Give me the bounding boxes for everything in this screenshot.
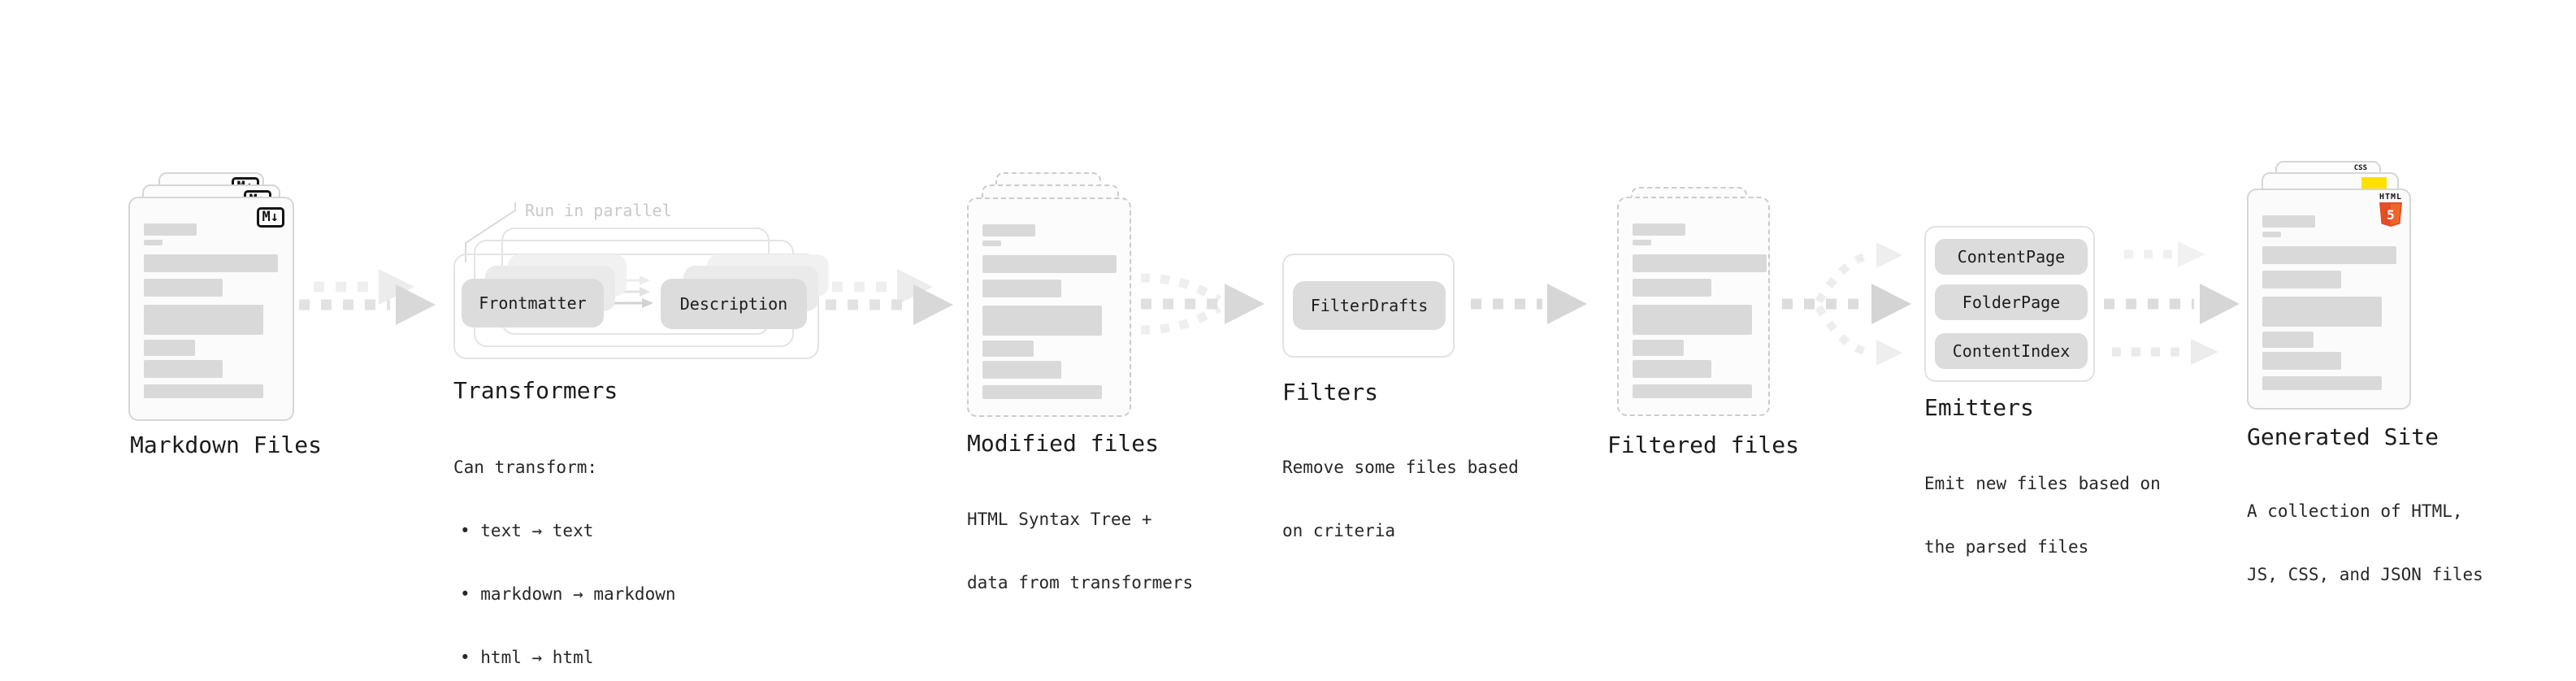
arrow-markdown-to-transformers-icon <box>299 269 436 325</box>
text-placeholder-bar <box>1633 360 1711 378</box>
modified-files-stack <box>967 161 1131 421</box>
markdown-icon: M↓ <box>256 207 284 228</box>
emitter-contentpage-pill: ContentPage <box>1935 239 2088 275</box>
text-placeholder-bar <box>2262 352 2341 370</box>
stage-label-emitters: Emitters <box>1924 394 2034 421</box>
text-placeholder-bar <box>144 254 278 272</box>
document-text-placeholder <box>2262 215 2396 390</box>
transformer-container-front <box>453 254 819 359</box>
text-placeholder-bar <box>144 223 197 236</box>
text-placeholder-bar <box>982 241 1001 246</box>
markdown-file-card: M↓ <box>128 197 294 421</box>
generated-desc-line: A collection of HTML, <box>2247 501 2463 521</box>
text-placeholder-bar <box>982 385 1102 399</box>
document-text-placeholder <box>144 223 278 398</box>
generated-site-description: A collection of HTML, JS, CSS, and JSON … <box>2247 458 2483 627</box>
js-icon <box>2361 177 2387 189</box>
html5-icon: HTML 5 <box>2379 193 2403 227</box>
document-text-placeholder <box>1633 223 1767 398</box>
text-placeholder-bar <box>2262 297 2382 327</box>
arrow-transformers-to-modified-icon <box>826 269 953 325</box>
transformers-bullet: • html → html <box>460 648 594 667</box>
text-placeholder-bar <box>144 340 195 356</box>
emitters-desc-line: Emit new files based on <box>1924 474 2161 493</box>
filters-desc-line: on criteria <box>1282 521 1396 540</box>
modified-files-description: HTML Syntax Tree + data from transformer… <box>967 466 1193 635</box>
text-placeholder-bar <box>982 255 1117 273</box>
stage-label-markdown-files: Markdown Files <box>130 432 323 458</box>
transformers-bullet: • markdown → markdown <box>460 584 676 604</box>
text-placeholder-bar <box>982 280 1061 297</box>
arrow-modified-to-filters-icon <box>1140 273 1264 335</box>
text-placeholder-bar <box>144 384 263 398</box>
emitter-folderpage-pill: FolderPage <box>1935 284 2088 320</box>
modified-file-card <box>967 197 1131 417</box>
filters-container: FilterDrafts <box>1282 254 1455 358</box>
stage-label-filters: Filters <box>1282 379 1379 406</box>
text-placeholder-bar <box>2262 376 2382 390</box>
text-placeholder-bar <box>144 279 223 297</box>
run-in-parallel-annotation: Run in parallel <box>525 201 672 220</box>
text-placeholder-bar <box>1633 240 1651 245</box>
text-placeholder-bar <box>982 361 1061 379</box>
text-placeholder-bar <box>144 240 163 245</box>
text-placeholder-bar <box>2262 215 2315 228</box>
text-placeholder-bar <box>1633 223 1685 236</box>
emitters-description: Emit new files based on the parsed files <box>1924 431 2161 600</box>
emitters-container: ContentPage FolderPage ContentIndex <box>1924 226 2095 382</box>
filtered-files-stack <box>1617 185 1770 421</box>
text-placeholder-bar <box>2262 271 2341 288</box>
markdown-files-stack: M↓ M↓ M↓ <box>128 161 294 421</box>
emitter-contentindex-pill: ContentIndex <box>1935 333 2088 369</box>
text-placeholder-bar <box>1633 340 1684 356</box>
arrow-filtered-to-emitters-icon <box>1782 242 1911 366</box>
transformer-description-pill: Description <box>661 279 807 329</box>
text-placeholder-bar <box>1633 305 1752 335</box>
modified-desc-line: data from transformers <box>967 573 1194 592</box>
generated-desc-line: JS, CSS, and JSON files <box>2247 565 2483 584</box>
transformer-frontmatter-pill: Frontmatter <box>462 279 604 327</box>
html5-icon-number: 5 <box>2387 207 2395 223</box>
text-placeholder-bar <box>1633 279 1711 297</box>
html5-icon-title: HTML <box>2379 193 2403 202</box>
filters-description: Remove some files based on criteria <box>1282 414 1519 583</box>
text-placeholder-bar <box>982 340 1034 357</box>
text-placeholder-bar <box>982 224 1035 236</box>
arrow-filters-to-filtered-icon <box>1471 284 1587 324</box>
stage-label-generated-site: Generated Site <box>2247 423 2439 450</box>
generated-html-card: HTML 5 <box>2247 189 2411 410</box>
emitters-desc-line: the parsed files <box>1924 537 2089 557</box>
text-placeholder-bar <box>2262 332 2314 348</box>
stage-label-filtered-files: Filtered files <box>1607 432 1800 458</box>
transformers-description: Can transform: • text → text • markdown … <box>453 414 676 681</box>
text-placeholder-bar <box>144 305 263 335</box>
text-placeholder-bar <box>144 360 223 378</box>
text-placeholder-bar <box>2262 232 2281 237</box>
stage-label-modified-files: Modified files <box>967 430 1160 457</box>
text-placeholder-bar <box>982 306 1102 336</box>
filters-desc-line: Remove some files based <box>1282 458 1519 477</box>
filtered-file-card <box>1617 197 1770 416</box>
modified-desc-line: HTML Syntax Tree + <box>967 510 1152 529</box>
transformers-bullet: • text → text <box>460 521 594 540</box>
filter-drafts-pill: FilterDrafts <box>1293 281 1446 330</box>
stage-label-transformers: Transformers <box>453 377 618 404</box>
document-text-placeholder <box>982 224 1117 399</box>
generated-site-stack: CSS HTML 5 <box>2247 159 2413 419</box>
arrow-emitters-to-generated-icon <box>2104 241 2240 365</box>
transformers-desc-title: Can transform: <box>453 458 598 477</box>
text-placeholder-bar <box>2262 246 2396 264</box>
text-placeholder-bar <box>1633 254 1767 272</box>
text-placeholder-bar <box>1633 384 1752 398</box>
